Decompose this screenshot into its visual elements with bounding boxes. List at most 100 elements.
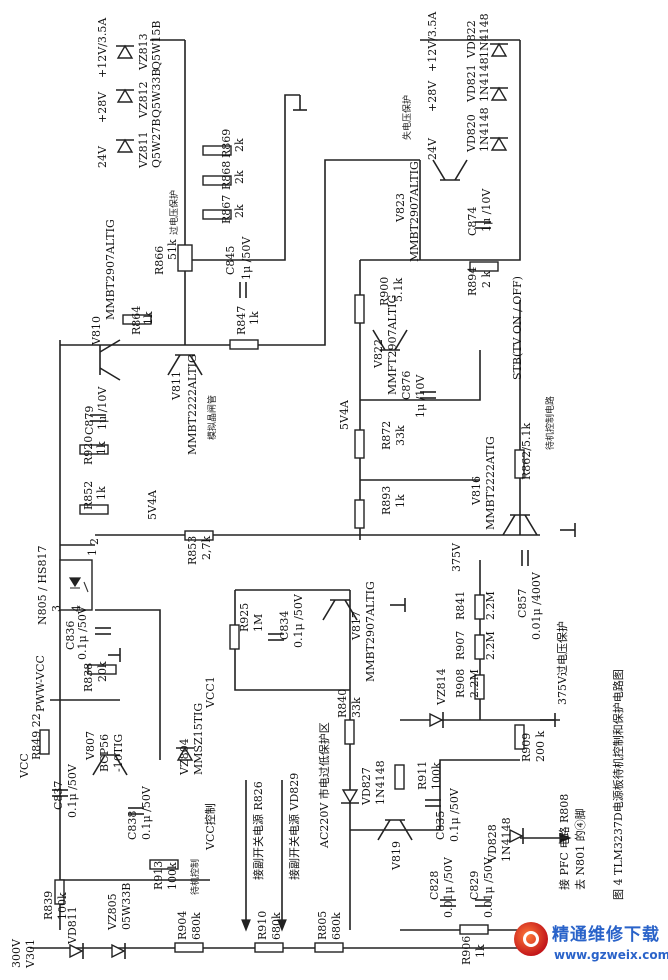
label-375v: 375V bbox=[450, 542, 463, 572]
label-vz804-part: MMSZ15TIG bbox=[192, 703, 205, 775]
label-vz805-val: 05W33B bbox=[120, 883, 133, 930]
label-vd822-val: 1N4148 bbox=[478, 13, 491, 58]
label-c874: C874 bbox=[466, 207, 479, 236]
label-r853: R853 bbox=[186, 536, 199, 565]
label-r869: R869 bbox=[220, 129, 233, 158]
label-stb: STB(TV ON / OFF) bbox=[511, 276, 524, 380]
label-r920: R920 bbox=[82, 436, 95, 465]
components bbox=[39, 42, 576, 959]
label-375v-ovp: 375V过电压保护 bbox=[555, 621, 569, 705]
label-r849: R849 22 bbox=[30, 713, 43, 760]
label-ovp-note: 过电压保护 bbox=[168, 190, 180, 235]
label-vd811: VD811 bbox=[66, 906, 79, 945]
label-vcc1: VCC1 bbox=[204, 676, 217, 709]
label-r847-val: 1k bbox=[248, 311, 261, 325]
label-12v-left: +12V/3.5A bbox=[96, 17, 109, 78]
label-r864: R864 bbox=[130, 306, 143, 335]
optocoupler-n805 bbox=[59, 559, 93, 611]
label-c836: C836 bbox=[64, 621, 77, 650]
ground-symbol-v817 bbox=[390, 598, 406, 612]
label-c838-val: 0.1μ /50V bbox=[140, 785, 153, 840]
label-r841-val: 2.2M bbox=[484, 591, 497, 620]
label-24v-right: 24V bbox=[426, 137, 439, 160]
label-r911-val: 100k bbox=[430, 762, 443, 790]
label-r838: R838 bbox=[82, 663, 95, 692]
label-pin3: 3 bbox=[50, 605, 63, 612]
capacitor-c828 bbox=[440, 899, 456, 907]
label-r913: R913 bbox=[152, 861, 165, 890]
diode-vd822 bbox=[490, 42, 508, 57]
label-300v: 300V bbox=[10, 938, 23, 968]
label-12v-right: +12V/3.5A bbox=[426, 11, 439, 72]
wire-stb-top bbox=[360, 40, 521, 261]
label-vz814: VZ814 bbox=[435, 668, 448, 706]
transistor-v810 bbox=[99, 339, 121, 381]
label-r866-val: 51k bbox=[166, 239, 179, 260]
component-labels: 24V +28V +12V/3.5A VZ811 Q5W27B VZ812 Q5… bbox=[10, 11, 587, 969]
label-r894: R894 bbox=[466, 267, 479, 296]
label-c829-val: 0.01μ /50V bbox=[482, 856, 495, 918]
label-c879-val: 1μ /10V bbox=[96, 386, 109, 430]
label-v810: V810 bbox=[90, 316, 103, 346]
label-vd821: VD821 bbox=[465, 64, 478, 103]
label-v811: V811 bbox=[170, 371, 183, 401]
label-v822: V822 bbox=[372, 339, 385, 369]
label-r847: R847 bbox=[235, 306, 248, 335]
label-v819: V819 bbox=[390, 841, 403, 871]
resistor-r906 bbox=[459, 924, 489, 935]
label-pfc2: 去 N801 的④脚 bbox=[573, 808, 587, 890]
label-pin4: 4 bbox=[70, 605, 83, 612]
resistor-r852 bbox=[79, 504, 109, 515]
label-vd821-val: 1N4148 bbox=[478, 57, 491, 102]
resistor-r853 bbox=[184, 530, 214, 541]
label-to-sw-r826: 接副开关电源 R826 bbox=[251, 781, 265, 880]
resistor-r866 bbox=[177, 244, 193, 272]
resistor-r894 bbox=[469, 261, 499, 272]
label-c835: C835 bbox=[434, 811, 447, 840]
label-r911: R911 bbox=[416, 761, 429, 790]
label-v810-part: MMBT2907ALTIG bbox=[104, 219, 117, 320]
wire-vcc-ctrl bbox=[95, 609, 161, 760]
zener-vz814 bbox=[429, 712, 444, 728]
label-28v-left: +28V bbox=[96, 91, 109, 123]
label-standby-note: 待机控制电路 bbox=[544, 396, 556, 450]
resistor-r840 bbox=[344, 719, 355, 745]
label-v807-part2: -10TIG bbox=[112, 734, 125, 772]
capacitor-c835 bbox=[425, 799, 441, 807]
label-v807: V807 bbox=[84, 731, 97, 761]
transistor-v807 bbox=[92, 754, 128, 776]
transistor-v823 bbox=[432, 159, 468, 181]
label-c837: C837 bbox=[52, 781, 65, 810]
label-r872: R872 bbox=[380, 421, 393, 450]
label-r852-val: 1k bbox=[95, 486, 108, 500]
label-pin1: 1 bbox=[86, 549, 99, 556]
label-v817-part: MMBT2907ALTIG bbox=[364, 581, 377, 682]
transistor-v817 bbox=[322, 599, 358, 621]
resistor-r908 bbox=[474, 674, 485, 700]
label-vz805: VZ805 bbox=[106, 893, 119, 931]
resistor-r907 bbox=[474, 634, 485, 660]
ground-symbol-375v bbox=[540, 713, 556, 727]
label-r867-val: 2k bbox=[233, 204, 246, 218]
label-c828: C828 bbox=[428, 871, 441, 900]
label-c845: C845 bbox=[224, 246, 237, 275]
resistor-r913 bbox=[149, 859, 179, 870]
diode-vd828 bbox=[509, 828, 524, 844]
diode-vd820 bbox=[490, 136, 508, 151]
label-v823: V823 bbox=[394, 193, 407, 223]
label-r840-val: 33k bbox=[350, 697, 363, 718]
label-c857: C857 bbox=[516, 589, 529, 618]
label-r868-val: 2k bbox=[233, 170, 246, 184]
label-vd822: VD822 bbox=[465, 20, 478, 59]
resistor-r839 bbox=[54, 879, 65, 905]
resistor-r920 bbox=[79, 444, 109, 455]
label-vz813: VZ813 bbox=[137, 33, 150, 71]
capacitor-c829 bbox=[475, 899, 491, 907]
label-c834: C834 bbox=[278, 611, 291, 640]
label-r907-val: 2.2M bbox=[484, 631, 497, 660]
capacitor-c874 bbox=[475, 221, 491, 229]
label-r869-val: 2k bbox=[233, 138, 246, 152]
label-c837-val: 0.1μ /50V bbox=[66, 763, 79, 818]
